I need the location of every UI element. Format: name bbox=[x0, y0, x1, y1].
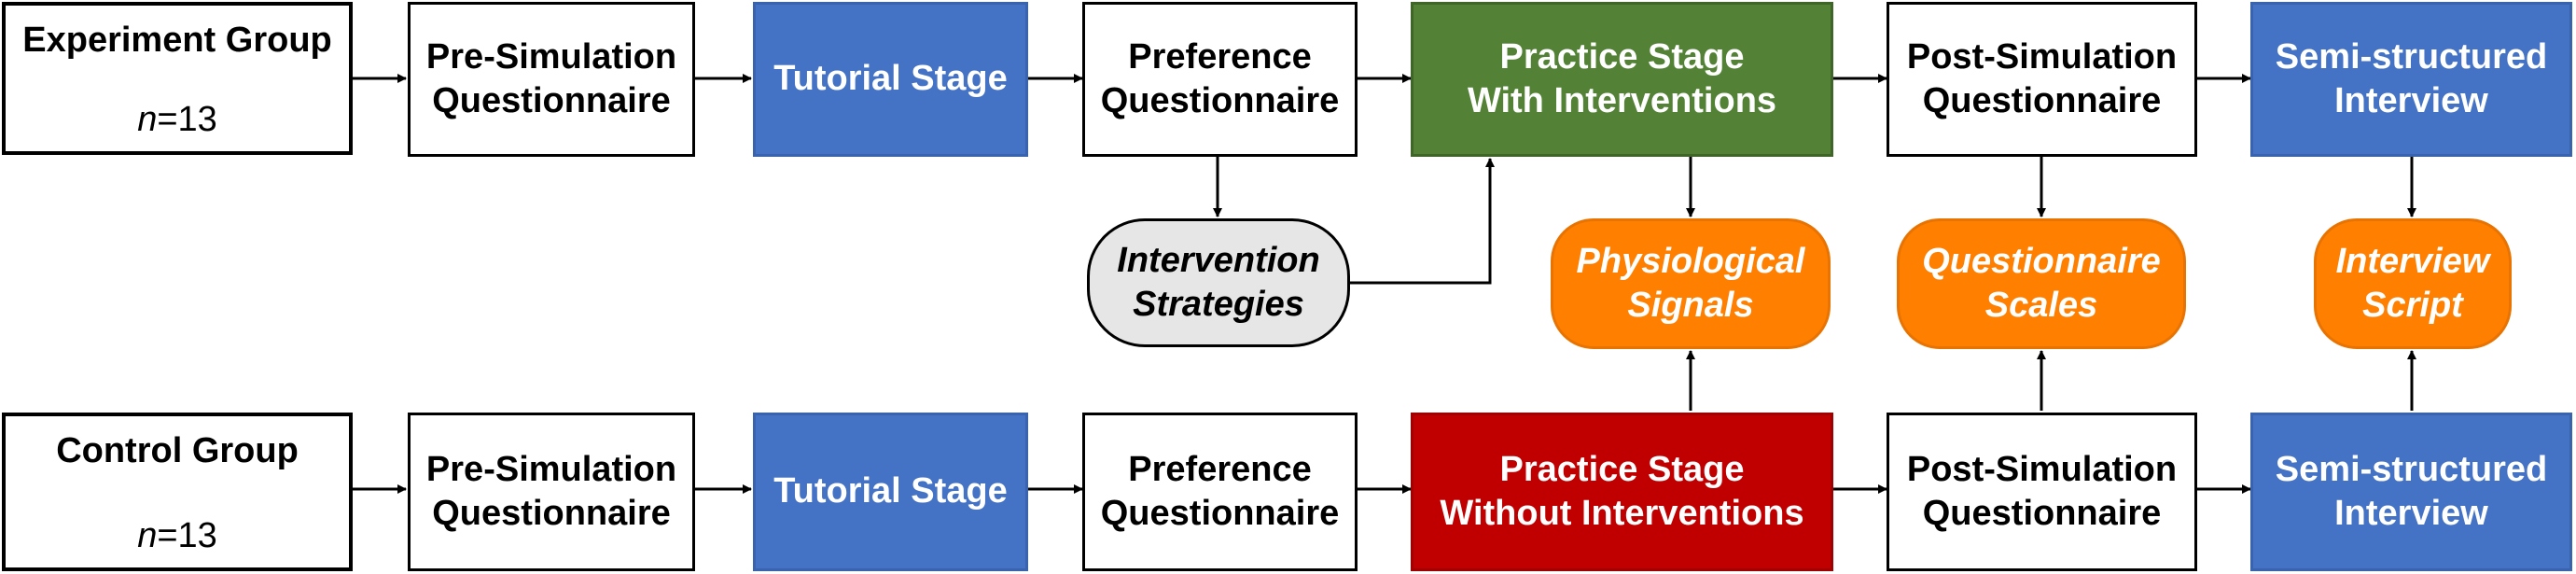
experiment-group-n-label: n bbox=[137, 99, 158, 139]
exp-pre-simulation-questionnaire: Pre-Simulation Questionnaire bbox=[408, 2, 695, 157]
physiological-signals: Physiological Signals bbox=[1551, 218, 1831, 349]
experiment-group-title: Experiment Group bbox=[22, 21, 332, 60]
control-group-n-value: =13 bbox=[157, 515, 217, 555]
exp-semi-structured-interview: Semi-structured Interview bbox=[2250, 2, 2572, 157]
interview-script: Interview Script bbox=[2314, 218, 2512, 349]
control-group-box: Control Group n=13 bbox=[2, 413, 353, 571]
exp-preference-questionnaire: Preference Questionnaire bbox=[1082, 2, 1358, 157]
arrow-strategies-to-practice bbox=[1350, 158, 1495, 285]
ctl-tutorial-stage: Tutorial Stage bbox=[753, 413, 1028, 571]
exp-tutorial-stage: Tutorial Stage bbox=[753, 2, 1028, 157]
intervention-strategies: Intervention Strategies bbox=[1087, 218, 1350, 347]
exp-post-simulation-questionnaire: Post-Simulation Questionnaire bbox=[1887, 2, 2197, 157]
experiment-group-box: Experiment Group n=13 bbox=[2, 2, 353, 155]
ctl-post-simulation-questionnaire: Post-Simulation Questionnaire bbox=[1887, 413, 2197, 571]
ctl-semi-structured-interview: Semi-structured Interview bbox=[2250, 413, 2572, 571]
ctl-preference-questionnaire: Preference Questionnaire bbox=[1082, 413, 1358, 571]
control-group-n-label: n bbox=[137, 515, 158, 555]
control-group-title: Control Group bbox=[56, 431, 299, 470]
experiment-group-n-value: =13 bbox=[157, 99, 217, 139]
ctl-pre-simulation-questionnaire: Pre-Simulation Questionnaire bbox=[408, 413, 695, 571]
ctl-practice-stage-without-interventions: Practice Stage Without Interventions bbox=[1411, 413, 1833, 571]
exp-practice-stage-with-interventions: Practice Stage With Interventions bbox=[1411, 2, 1833, 157]
questionnaire-scales: Questionnaire Scales bbox=[1897, 218, 2186, 349]
